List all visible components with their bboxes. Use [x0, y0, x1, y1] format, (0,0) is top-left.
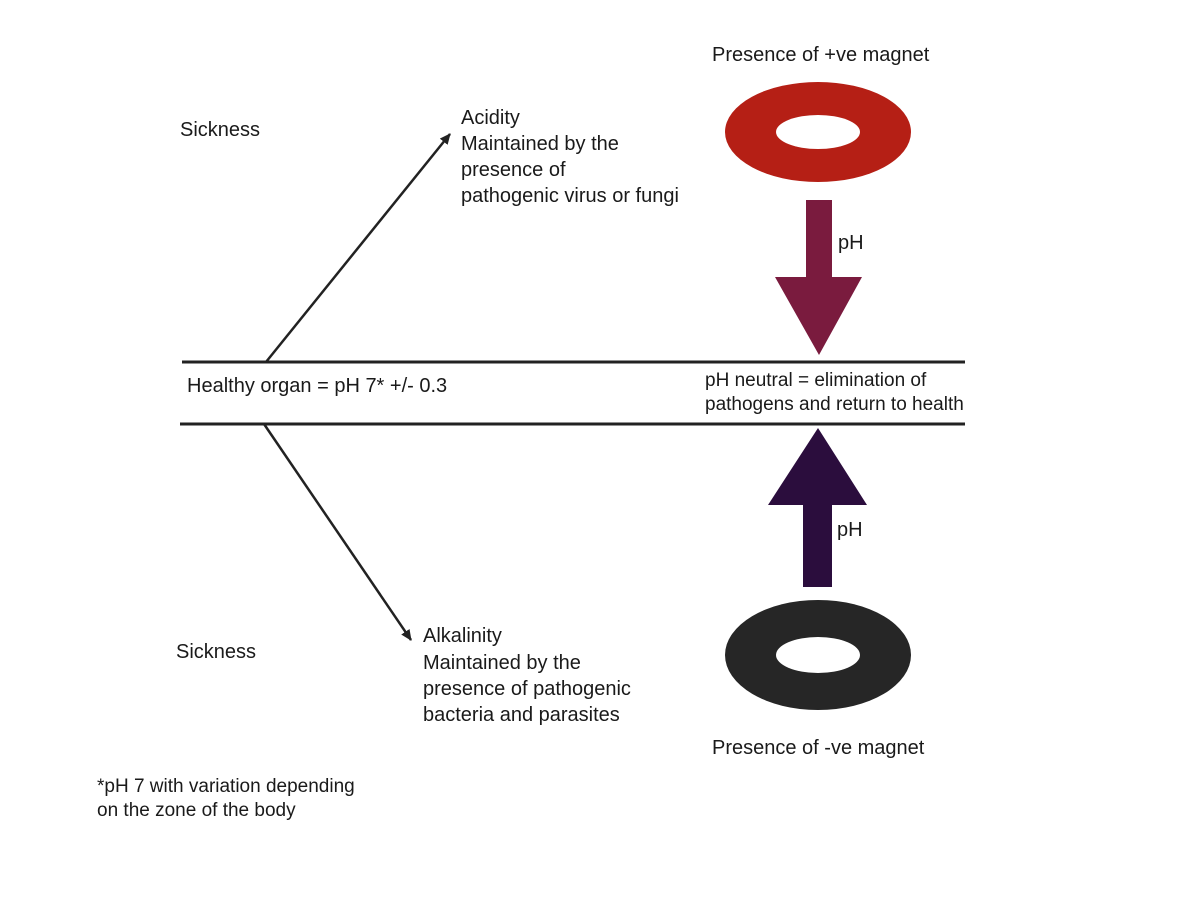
negative-arrow-ph-label: pH — [837, 519, 863, 541]
sickness-top-label: Sickness — [180, 119, 261, 141]
positive-arrow-ph-label: pH — [838, 232, 864, 254]
alkalinity-description: Maintained by the presence of pathogenic… — [423, 652, 631, 726]
alkalinity-title: Alkalinity — [423, 625, 502, 647]
acidity-title: Acidity — [461, 107, 520, 129]
negative-magnet-hole — [776, 637, 860, 673]
negative-magnet-label: Presence of -ve magnet — [712, 737, 925, 759]
positive-magnet-label: Presence of +ve magnet — [712, 44, 930, 66]
ph-neutral-label: pH neutral = elimination of pathogens an… — [705, 370, 964, 415]
ph-down-arrow — [775, 200, 862, 355]
acidity-description: Maintained by the presence of pathogenic… — [461, 133, 679, 207]
alkalinity-arrow — [262, 423, 413, 641]
footnote: *pH 7 with variation depending on the zo… — [97, 776, 355, 821]
positive-magnet-hole — [776, 115, 860, 149]
sickness-bottom-label: Sickness — [176, 641, 257, 663]
ph-up-arrow — [768, 428, 867, 587]
healthy-organ-label: Healthy organ = pH 7* +/- 0.3 — [187, 375, 448, 397]
acidity-arrow — [265, 133, 451, 363]
